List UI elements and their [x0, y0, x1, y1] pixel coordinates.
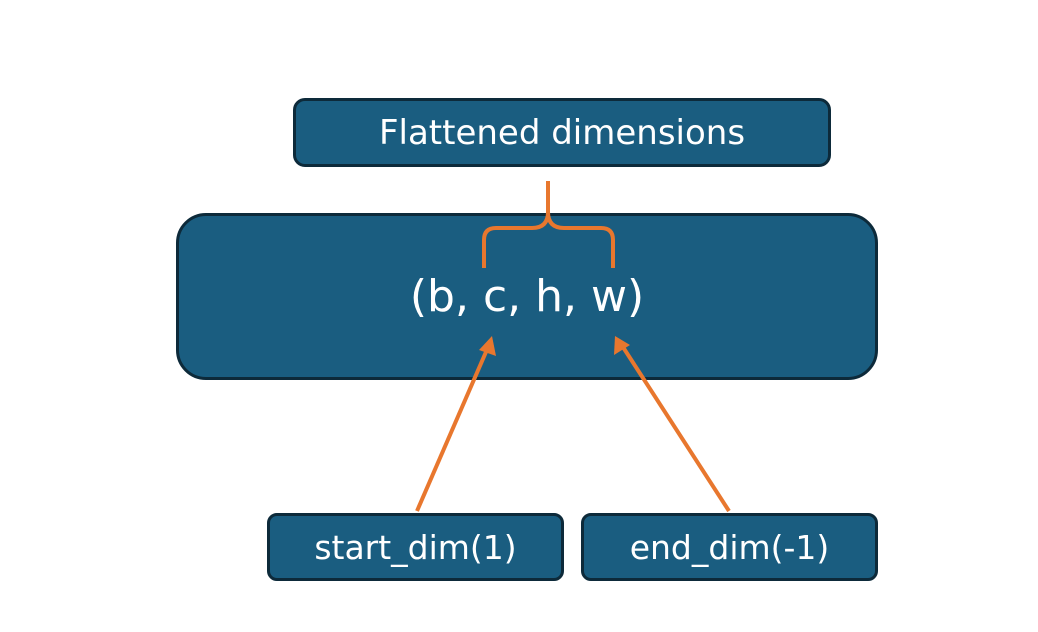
- end-dim-box: end_dim(-1): [581, 513, 878, 581]
- end-dim-arrow: [619, 342, 731, 513]
- tensor-shape-box: (b, c, h, w): [176, 213, 878, 380]
- curly-brace: [482, 181, 615, 268]
- end-dim-arrowhead: [614, 336, 630, 355]
- start-dim-arrowhead: [479, 336, 496, 356]
- start-dim-label: start_dim(1): [314, 527, 517, 567]
- flattened-dimensions-label: Flattened dimensions: [378, 112, 746, 153]
- flattened-dimensions-box: Flattened dimensions: [293, 98, 831, 167]
- start-dim-arrow: [415, 344, 491, 512]
- tensor-shape-label: (b, c, h, w): [409, 271, 645, 322]
- start-dim-box: start_dim(1): [267, 513, 564, 581]
- end-dim-label: end_dim(-1): [629, 527, 830, 567]
